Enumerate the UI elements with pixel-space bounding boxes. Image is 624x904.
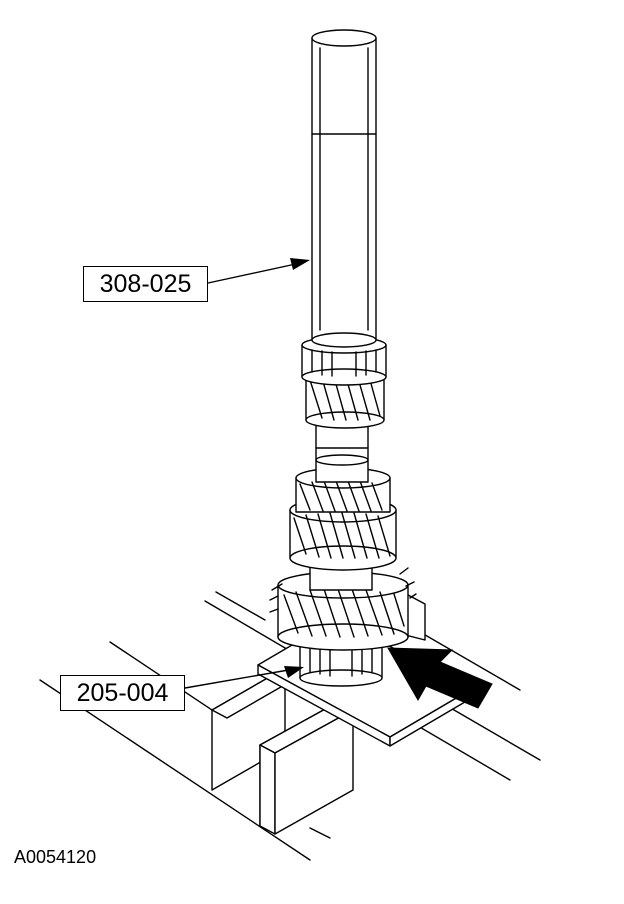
figure-id: A0054120	[14, 847, 97, 867]
callout-205-004: 205-004	[60, 675, 185, 711]
press-blocks	[211, 667, 354, 835]
leader-line-upper	[207, 261, 306, 284]
middle-gear	[289, 467, 397, 571]
press-direction-arrow	[387, 647, 493, 709]
upper-gear	[301, 336, 387, 429]
lower-gear	[269, 567, 417, 651]
arrowhead-lower	[284, 666, 304, 678]
callout-308-025: 308-025	[83, 266, 208, 302]
press-tool-tube	[311, 29, 377, 348]
arrowhead-upper	[290, 258, 310, 270]
leader-line-lower	[184, 667, 301, 689]
